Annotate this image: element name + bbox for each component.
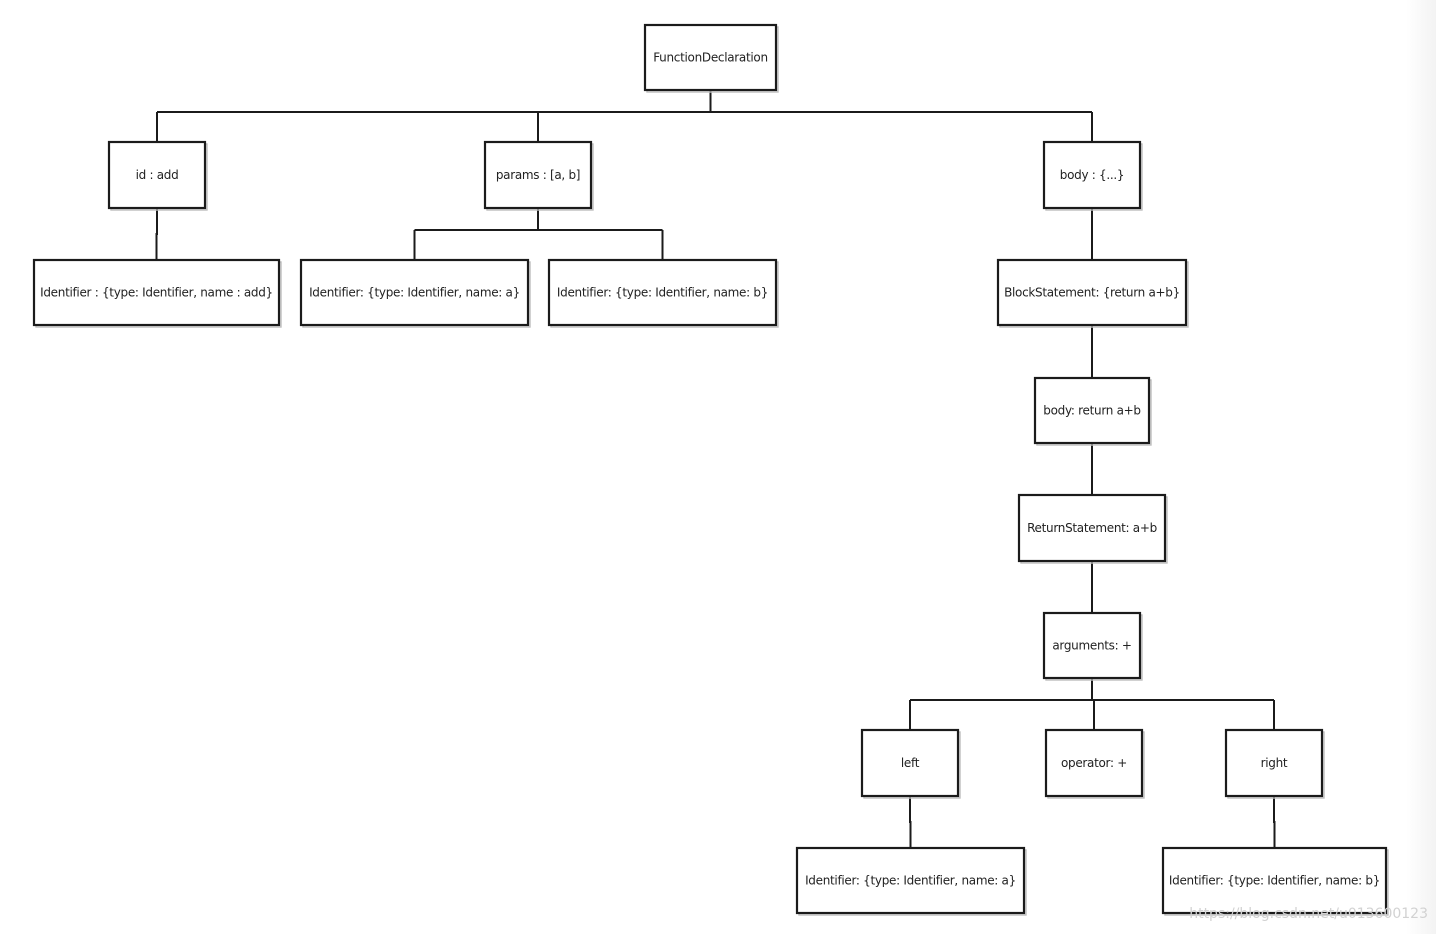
node-box xyxy=(483,140,593,210)
node-box xyxy=(547,258,778,327)
edge-id-to-identifier-add xyxy=(155,208,158,260)
node-label: arguments: + xyxy=(1052,639,1131,653)
node-identifier-add: Identifier : {type: Identifier, name : a… xyxy=(32,258,282,328)
node-label: body: return a+b xyxy=(1043,404,1140,418)
watermark-url: https://blog.csdn.net/u013600123 xyxy=(1189,906,1428,922)
node-box xyxy=(1033,376,1151,445)
node-arguments: arguments: + xyxy=(1042,611,1143,681)
nodes-layer: FunctionDeclaration id : add params : [a, … xyxy=(32,23,1389,916)
node-label: left xyxy=(901,756,920,770)
node-box xyxy=(1224,728,1324,798)
node-box xyxy=(996,258,1188,327)
node-function-declaration: FunctionDeclaration xyxy=(643,23,779,93)
node-label: ReturnStatement: a+b xyxy=(1027,521,1157,535)
node-box xyxy=(795,846,1026,915)
node-label: FunctionDeclaration xyxy=(653,51,768,65)
node-label: BlockStatement: {return a+b} xyxy=(1004,286,1180,300)
node-box xyxy=(1042,611,1142,680)
node-id: id : add xyxy=(107,140,208,211)
node-label: params : [a, b] xyxy=(496,168,580,182)
edges-layer xyxy=(155,90,1276,848)
node-label: body : {...} xyxy=(1060,168,1124,182)
node-box xyxy=(1042,140,1142,210)
node-body-root: body : {...} xyxy=(1042,140,1143,211)
node-identifier-b: Identifier: {type: Identifier, name: b} xyxy=(547,258,779,328)
node-left-identifier: Identifier: {type: Identifier, name: a} xyxy=(795,846,1027,916)
node-label: Identifier : {type: Identifier, name : a… xyxy=(40,286,273,300)
node-label: Identifier: {type: Identifier, name: b} xyxy=(557,286,768,300)
node-box xyxy=(107,140,207,210)
node-identifier-a: Identifier: {type: Identifier, name: a} xyxy=(299,258,531,328)
node-params: params : [a, b] xyxy=(483,140,594,211)
edge-left-to-left-identifier xyxy=(909,796,912,848)
node-block-statement: BlockStatement: {return a+b} xyxy=(996,258,1189,328)
node-label: Identifier: {type: Identifier, name: b} xyxy=(1169,874,1380,888)
node-box xyxy=(860,728,960,798)
node-box xyxy=(299,258,530,327)
node-label: right xyxy=(1261,756,1288,770)
node-label: id : add xyxy=(136,168,179,182)
node-label: operator: + xyxy=(1061,756,1127,770)
node-label: Identifier: {type: Identifier, name: a} xyxy=(805,874,1016,888)
node-box xyxy=(1044,728,1144,798)
node-return-statement: ReturnStatement: a+b xyxy=(1017,493,1168,564)
node-box xyxy=(1017,493,1167,563)
node-body-return: body: return a+b xyxy=(1033,376,1152,446)
edge-right-to-right-identifier xyxy=(1273,796,1276,848)
node-box xyxy=(32,258,281,327)
node-right: right xyxy=(1224,728,1325,799)
node-operator: operator: + xyxy=(1044,728,1145,799)
node-box xyxy=(643,23,778,92)
node-label: Identifier: {type: Identifier, name: a} xyxy=(309,286,520,300)
node-right-identifier: Identifier: {type: Identifier, name: b} xyxy=(1161,846,1389,916)
node-left: left xyxy=(860,728,961,799)
page-edge-shade xyxy=(1406,0,1436,934)
node-box xyxy=(1161,846,1388,915)
